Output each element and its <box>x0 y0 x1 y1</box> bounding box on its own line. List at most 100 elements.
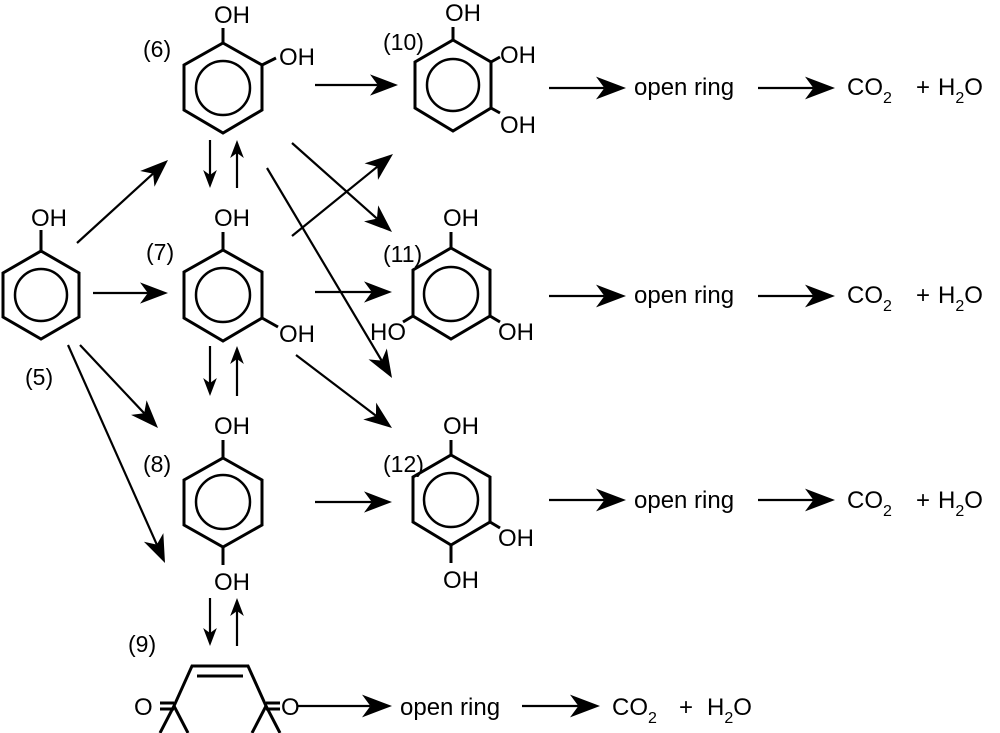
aromatic-circle-6 <box>194 59 252 117</box>
aromatic-circle-12 <box>422 471 480 529</box>
arrowhead-icon <box>370 74 398 96</box>
plus-text-9: + <box>679 694 693 721</box>
ring-5 <box>1 249 81 341</box>
arrow-5-to-9 <box>66 344 165 563</box>
arrowhead-icon <box>596 76 626 100</box>
arrow-5-to-6 <box>76 160 168 244</box>
label-9: (9) <box>128 631 156 657</box>
bond-oh-6b <box>261 56 277 67</box>
arrow-5-to-7 <box>93 282 168 304</box>
oh-5: OH <box>31 205 67 232</box>
arrow-7-to-11 <box>315 281 392 303</box>
h2o-text-12: H2O <box>938 487 983 520</box>
h2o-h: H <box>938 74 955 101</box>
arrowhead-icon <box>362 694 392 718</box>
arrow-12-to-open-ring <box>549 488 626 512</box>
arrow-7-to-12 <box>295 354 392 428</box>
open-ring-text-10: open ring <box>634 74 734 101</box>
compound-9-benzoquinone: O O (9) <box>128 631 300 733</box>
compound-5-phenol: OH (5) <box>1 205 81 390</box>
arrow-9-to-open-ring <box>298 694 392 718</box>
arrowhead-icon <box>140 160 168 187</box>
oh-10a: OH <box>445 0 481 27</box>
oh-7a: OH <box>214 205 250 232</box>
bond-oh-12b <box>489 520 501 530</box>
oh-8b: OH <box>214 569 250 596</box>
arrowhead-icon <box>203 378 217 396</box>
h2o-o: O <box>964 487 983 514</box>
arrow-7-to-8-down <box>203 346 217 396</box>
compound-7-resorcinol: OH OH (7) <box>146 205 315 348</box>
label-11: (11) <box>383 241 422 267</box>
ring-9-bottom-r <box>250 705 268 733</box>
reaction-arrows <box>66 74 835 718</box>
arrowhead-icon <box>364 491 392 513</box>
plus-text-12: + <box>916 487 930 514</box>
compound-11-phloroglucinol: OH HO OH (11) <box>370 205 534 346</box>
arrowhead-icon <box>570 694 600 718</box>
oh-6a: OH <box>214 2 250 29</box>
bond-oh-7b <box>261 316 279 329</box>
arrow-8-to-9-down <box>203 598 217 646</box>
oh-10b: OH <box>500 42 536 69</box>
pathway-row-12: open ring CO2 + H2O <box>634 487 983 520</box>
compound-10-pyrogallol: OH OH OH (10) <box>383 0 536 139</box>
h2o-o: O <box>733 694 752 721</box>
plus-text-11: + <box>916 282 930 309</box>
oh-11c: OH <box>498 319 534 346</box>
open-ring-text-12: open ring <box>634 487 734 514</box>
arrow-shaft <box>66 344 158 546</box>
aromatic-circle-11 <box>422 265 480 323</box>
arrow-8-to-7-up <box>230 346 244 396</box>
arrow-5-to-8 <box>79 344 158 428</box>
arrowhead-icon <box>230 346 244 364</box>
oh-11a: OH <box>443 205 479 232</box>
ring-7 <box>182 248 264 343</box>
label-10: (10) <box>383 29 424 55</box>
aromatic-circle-7 <box>194 266 252 324</box>
pathway-row-10: open ring CO2 + H2O <box>634 74 983 107</box>
aromatic-circle-8 <box>194 473 252 531</box>
co2-text-11: CO2 <box>847 282 892 315</box>
arrowhead-icon <box>203 628 217 646</box>
arrowhead-icon <box>805 488 835 512</box>
co2-co: CO <box>847 487 883 514</box>
co2-co: CO <box>847 74 883 101</box>
arrow-shaft <box>291 142 378 220</box>
co2-text-10: CO2 <box>847 74 892 107</box>
arrow-shaft <box>76 172 154 244</box>
arrow-6-to-12 <box>266 167 392 378</box>
h2o-text-9: H2O <box>707 694 752 727</box>
arrow-open-ring-to-co2-12 <box>758 488 835 512</box>
arrow-10-to-open-ring <box>549 76 626 100</box>
oh-12c: OH <box>443 567 479 594</box>
oh-8a: OH <box>214 413 250 440</box>
label-5: (5) <box>25 364 53 390</box>
h2o-h: H <box>938 282 955 309</box>
co2-text-9: CO2 <box>612 694 657 727</box>
o-9a: O <box>134 694 153 721</box>
compound-6-catechol: OH OH (6) <box>143 2 315 135</box>
arrow-8-to-12 <box>315 491 392 513</box>
bond-oh-11b <box>402 314 414 324</box>
arrow-shaft <box>291 165 379 237</box>
arrow-open-ring-to-co2-10 <box>758 76 835 100</box>
arrowhead-icon <box>203 170 217 188</box>
h2o-h: H <box>938 487 955 514</box>
co2-sub: 2 <box>883 503 892 520</box>
open-ring-text-11: open ring <box>634 282 734 309</box>
arrowhead-icon <box>596 488 626 512</box>
ring-11 <box>411 246 492 341</box>
arrowhead-icon <box>805 76 835 100</box>
co2-co: CO <box>847 282 883 309</box>
arrow-6-to-10 <box>315 74 398 96</box>
arrow-shaft <box>266 167 383 362</box>
compound-12-hydroxyhydroquinone: OH OH OH (12) <box>383 413 534 594</box>
bond-oh-10b <box>490 55 501 64</box>
h2o-text-10: H2O <box>938 74 983 107</box>
co2-text-12: CO2 <box>847 487 892 520</box>
arrowhead-icon <box>364 281 392 303</box>
ring-9-bottom <box>172 705 190 733</box>
arrow-open-ring-to-co2-11 <box>758 284 835 308</box>
